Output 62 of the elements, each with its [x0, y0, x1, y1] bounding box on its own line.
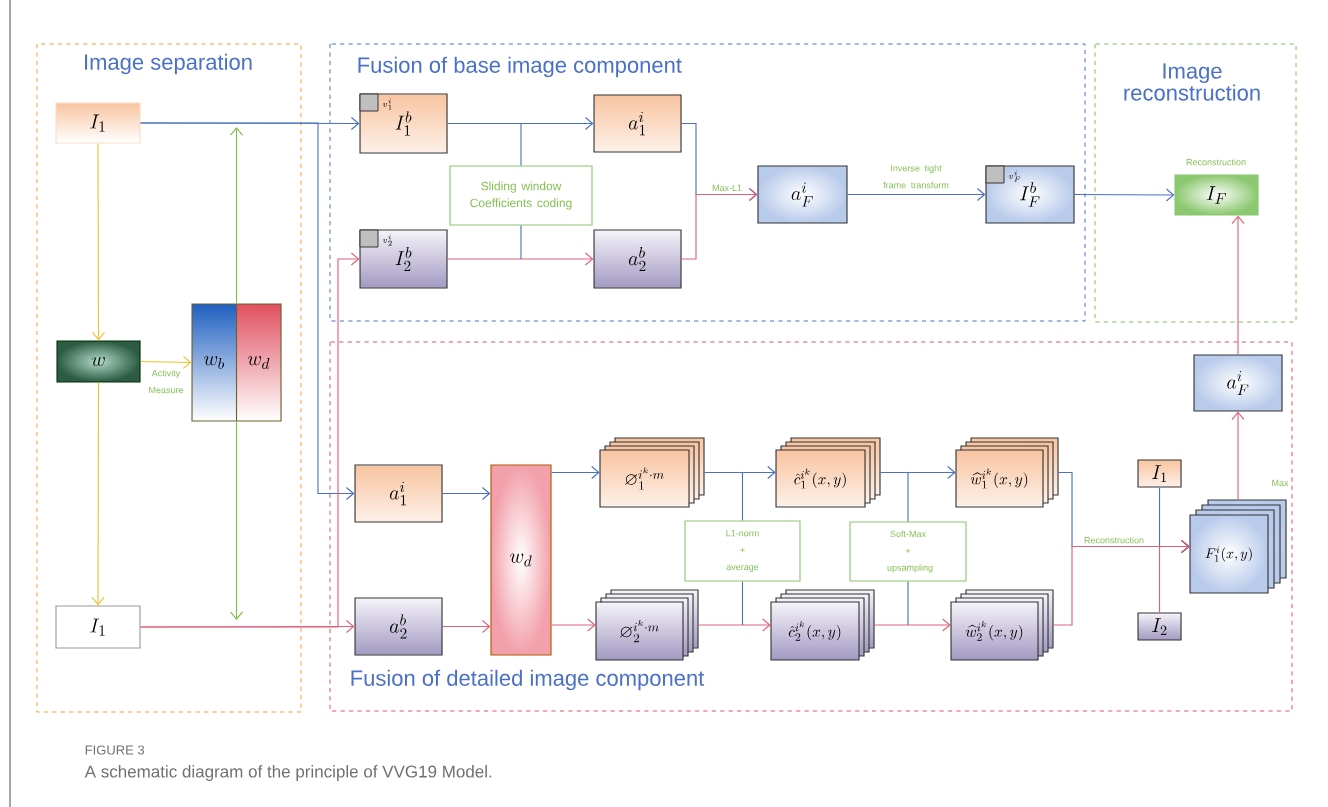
- arrow: [1074, 188, 1175, 202]
- coefficient-box: $a_{1}^{i}$: [354, 464, 443, 523]
- feature-map-stack: $F_{1}^{i}(x,y)$: [1189, 499, 1287, 594]
- coefficient-box: $a_{1}^{i}$: [593, 94, 682, 153]
- arrow: [140, 355, 192, 369]
- arrow: [140, 122, 355, 501]
- coefficient-box: $a_{2}^{b}$: [593, 229, 682, 289]
- edge-label: Inverse tight frame transform: [883, 164, 949, 189]
- arrow: [847, 187, 986, 202]
- feature-map-stack: $\hat{c}_{2}^{i^{k}}(x,y)$: [770, 589, 875, 661]
- edge-label: Reconstruction: [1084, 536, 1144, 544]
- feature-map-stack: $\hat{c}_{1}^{i^{k}}(x,y)$: [775, 437, 881, 508]
- section-title: Image separation: [85, 53, 252, 75]
- edge-label: Max-L1: [712, 184, 742, 192]
- arrow: [91, 382, 105, 606]
- arrow: [703, 465, 776, 480]
- arrow: [140, 620, 355, 634]
- arrow: [1231, 411, 1245, 501]
- feature-map-stack: $\varnothing_{2}^{i^{k}\cdot m}$: [595, 589, 699, 661]
- side-note: Max: [1272, 479, 1289, 487]
- image-box: $I_{2}$: [1137, 612, 1182, 641]
- box-caption: Reconstruction: [1186, 158, 1246, 166]
- image-box: $v_{1}^{i}$ $I_{1}^{b}$: [359, 93, 448, 154]
- caption: A schematic diagram of the principle of VVG19 Model.: [84, 765, 492, 781]
- coefficient-box: $a_{F}^{i}$: [757, 165, 848, 224]
- image-box: $v_{2}^{i}$ $I_{2}^{b}$: [359, 229, 448, 289]
- feature-map-stack: $\varnothing_{1}^{i^{k}\cdot m}$: [599, 437, 705, 508]
- section-title: Fusion of base image component: [358, 56, 682, 78]
- section-title: Fusion of detailed image component: [351, 669, 705, 691]
- figure-number: FIGURE 3: [85, 745, 145, 755]
- arrow: [1231, 215, 1245, 355]
- section-title: Image reconstruction: [1124, 63, 1260, 101]
- weight-split-box: $w_{b}$ $w_{d}$: [191, 303, 282, 422]
- image-box: $I_{1}$: [55, 605, 141, 649]
- image-box: $I_{1}$: [1137, 459, 1182, 488]
- arrow: [879, 465, 956, 480]
- arrow: [1159, 539, 1190, 614]
- arrow: [91, 143, 106, 341]
- arrow: [551, 618, 596, 632]
- image-box: $I_{F}$: [1174, 174, 1259, 216]
- edge-label: Activity Measure: [149, 369, 184, 394]
- operation-box: Sliding window Coefficients coding: [449, 165, 593, 226]
- arrow: [447, 252, 594, 266]
- arrow: [681, 187, 758, 260]
- arrow: [697, 618, 771, 632]
- arrow: [442, 486, 491, 501]
- weight-box: $w$: [56, 340, 141, 383]
- coefficient-box: $a_{F}^{i}$: [1193, 354, 1283, 412]
- coefficient-box: $a_{2}^{b}$: [354, 597, 443, 656]
- feature-map-stack: $\widehat{w}_{2}^{i^{k}}(x,y)$: [950, 589, 1054, 661]
- arrow: [447, 116, 594, 131]
- arrow: [229, 421, 244, 620]
- operation-box: Soft-Max + upsampling: [849, 521, 967, 582]
- image-box: $I_{1}$: [55, 102, 141, 144]
- arrow: [442, 619, 491, 634]
- arrow: [551, 465, 600, 480]
- arrow: [873, 618, 951, 632]
- operation-box: L1-norm + average: [684, 520, 801, 582]
- weight-box: $w_{d}$: [490, 464, 552, 656]
- arrow: [229, 127, 244, 304]
- feature-map-stack: $\widehat{w}_{1}^{i^{k}}(x,y)$: [955, 437, 1059, 508]
- image-box: $v_{F}^{i}$ $I_{F}^{b}$: [985, 165, 1075, 224]
